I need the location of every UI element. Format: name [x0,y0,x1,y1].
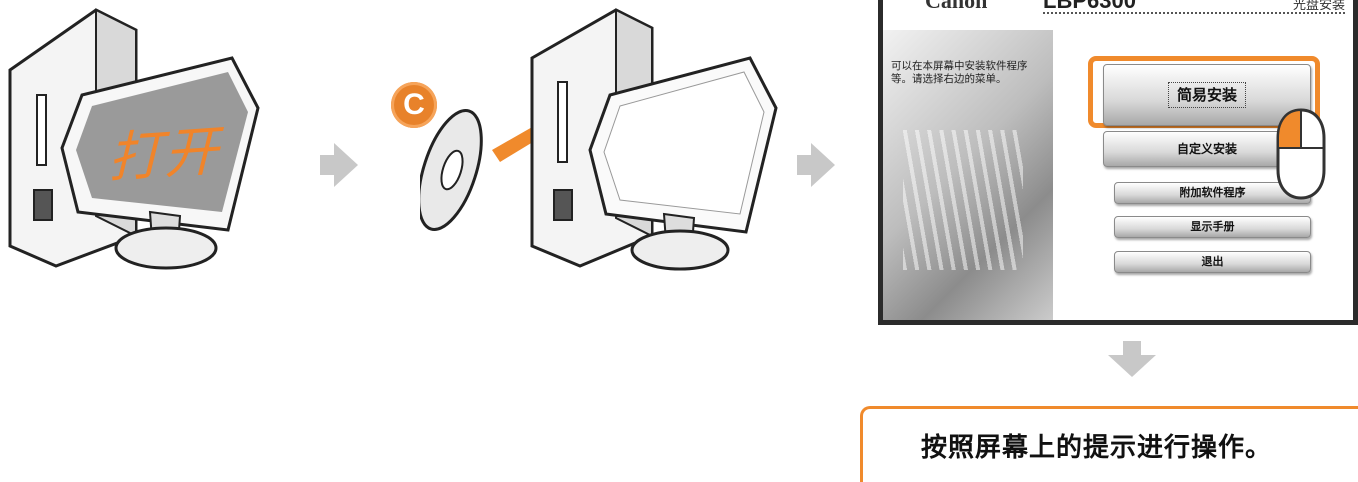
arrow-right-icon [811,143,835,187]
callout-text: 按照屏幕上的提示进行操作。 [921,427,1272,464]
brand-logo: Canon [925,0,987,14]
insert-cd-illustration [420,0,790,280]
instruction-callout: 按照屏幕上的提示进行操作。 [860,406,1358,482]
installer-instruction: 可以在本屏幕中安装软件程序等。请选择右边的菜单。 [891,60,1031,86]
arrow-down-icon [1108,355,1156,377]
mouse-icon [1276,108,1326,200]
power-on-text: 打开 [108,106,220,193]
display-manuals-button[interactable]: 显示手册 [1114,216,1311,238]
arrow-right-icon [334,143,358,187]
easy-install-label: 简易安装 [1168,82,1246,108]
title-divider [1043,12,1345,14]
exit-button[interactable]: 退出 [1114,251,1311,273]
installer-window: Canon LBP6300 光盘安装 可以在本屏幕中安装软件程序等。请选择右边的… [878,0,1358,325]
